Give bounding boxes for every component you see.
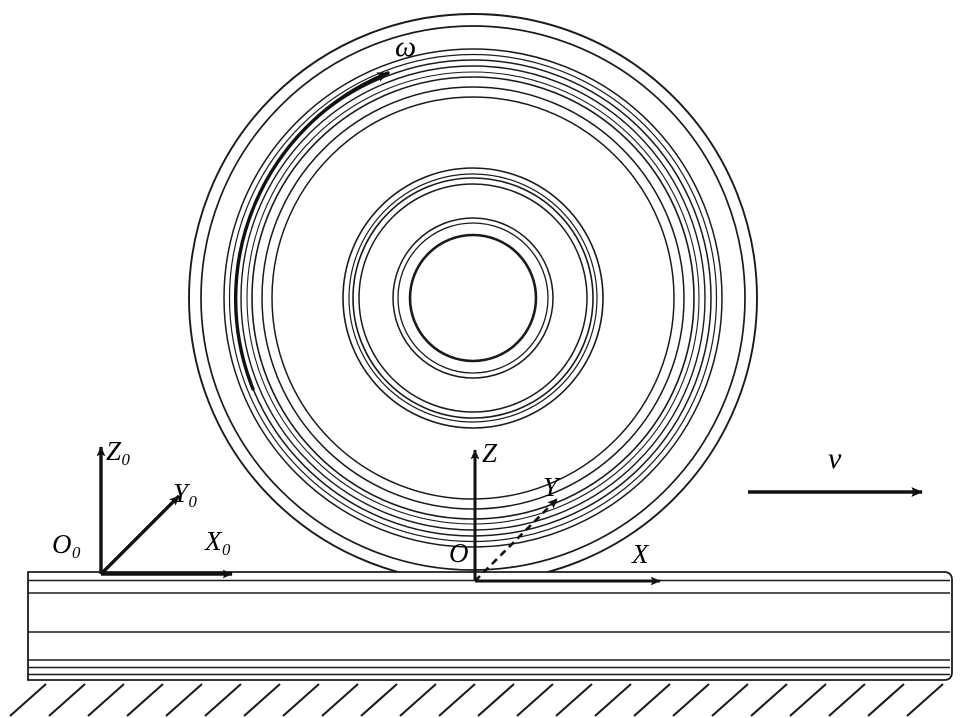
label-local-origin: O (449, 538, 469, 568)
local-coordinate-frame (470, 449, 661, 586)
label-axis-y0-base: Y (173, 478, 189, 508)
road-layer-lines (28, 579, 950, 676)
angular-velocity-arc (233, 71, 390, 391)
global-coordinate-frame (96, 446, 233, 579)
label-velocity: v (828, 442, 842, 475)
label-axis-x0-base: X (205, 526, 222, 556)
label-axis-z0-base: Z (106, 436, 122, 466)
tyre-bead-rings (240, 65, 706, 531)
label-axis-y0: Y0 (173, 480, 197, 510)
ground-hatching (9, 683, 944, 717)
tyre-tread-outer (188, 13, 758, 583)
label-axis-x0-sub: 0 (222, 539, 231, 559)
label-axis-x0: X0 (205, 528, 230, 558)
road-slab (27, 571, 953, 681)
wheel-rim-rings (342, 167, 604, 429)
label-axis-y0-sub: 0 (188, 491, 197, 511)
axis-y0 (99, 494, 181, 576)
label-axis-y: Y (543, 472, 559, 502)
axis-y (474, 498, 558, 582)
label-axis-z0: Z0 (106, 438, 130, 468)
label-axis-z: Z (482, 438, 498, 468)
wheel-hub-rings (392, 217, 554, 379)
label-axis-x: X (632, 539, 649, 569)
label-global-origin: O0 (52, 531, 80, 561)
label-global-origin-sub: 0 (72, 542, 81, 562)
label-omega: ω (395, 30, 417, 63)
label-axis-z0-sub: 0 (121, 449, 130, 469)
tyre-assembly (188, 13, 758, 583)
label-global-origin-base: O (52, 529, 72, 559)
tyre-sidewall-rings (223, 48, 723, 548)
